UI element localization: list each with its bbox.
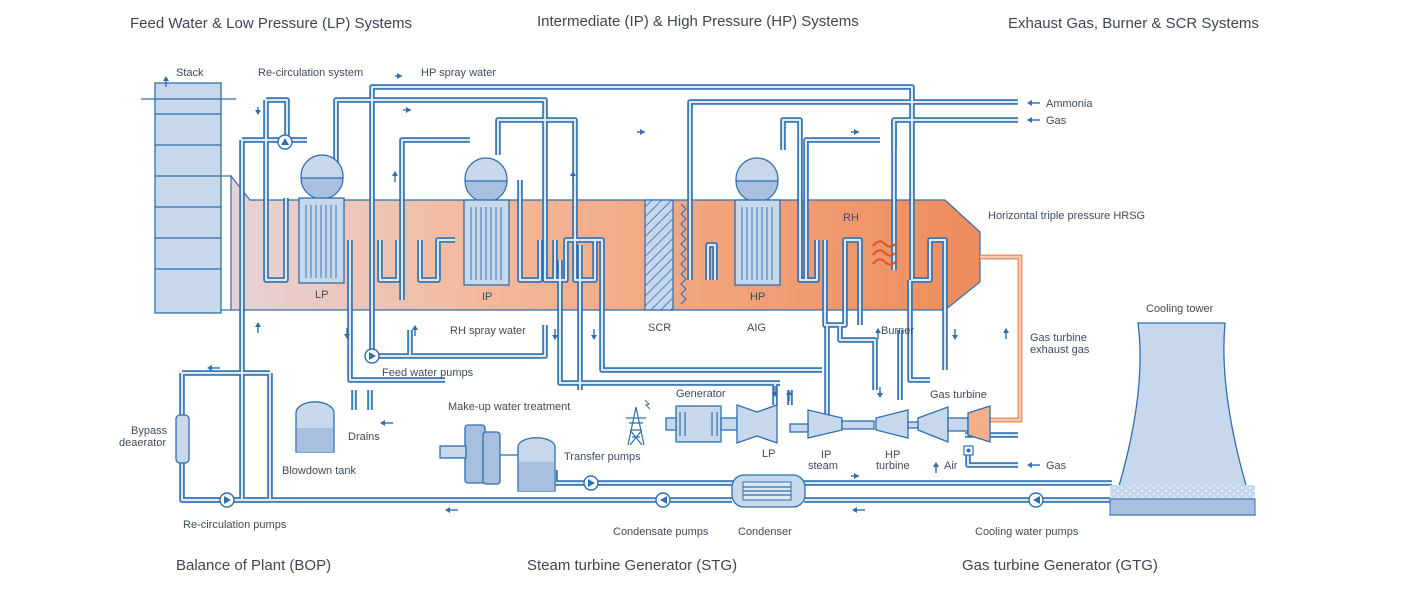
ammonia-label: Ammonia	[1046, 98, 1093, 110]
condensate-pump-icon	[655, 492, 671, 508]
hp-steam-turbine	[875, 409, 909, 439]
condensate-pumps-label: Condensate pumps	[613, 526, 709, 538]
gas-turbine	[917, 405, 991, 456]
lp-drum	[298, 154, 345, 284]
recirculation-system-pump-icon	[277, 134, 293, 150]
hp-drum	[734, 157, 781, 286]
lp-turbine-label: LP	[762, 448, 775, 460]
burner-label: Burner	[881, 325, 914, 337]
cooling-water-pump-icon	[1028, 492, 1044, 508]
gas-top-label: Gas	[1046, 115, 1067, 127]
section-title-ip-hp: Intermediate (IP) & High Pressure (HP) S…	[537, 13, 859, 30]
gas-bottom-label: Gas	[1046, 460, 1067, 472]
section-title-feed-water-lp: Feed Water & Low Pressure (LP) Systems	[130, 15, 412, 32]
turbine-shaft	[789, 423, 809, 433]
gas-turbine-label: Gas turbine	[930, 389, 987, 401]
hp-turbine-label-2: turbine	[876, 460, 910, 472]
makeup-water-label: Make-up water treatment	[448, 401, 570, 413]
recirculation-pumps-label: Re-circulation pumps	[183, 519, 287, 531]
section-title-gtg: Gas turbine Generator (GTG)	[962, 557, 1158, 574]
cooling-tower-label: Cooling tower	[1146, 303, 1214, 315]
burner-flame-icon	[872, 240, 898, 266]
recirculation-pump-icon	[219, 492, 235, 508]
makeup-water-treatment	[439, 424, 556, 492]
hp-spray-water-label: HP spray water	[421, 67, 496, 79]
gt-exhaust-label-1: Gas turbine	[1030, 332, 1087, 344]
rh-label: RH	[843, 212, 859, 224]
air-label: Air	[944, 460, 958, 472]
condenser	[731, 474, 806, 508]
cooling-tower	[1109, 322, 1256, 516]
recirculation-system-label: Re-circulation system	[258, 67, 363, 79]
generator-label: Generator	[676, 388, 726, 400]
bypass-deaerator-label-2: deaerator	[119, 437, 166, 449]
lp-steam-turbine	[736, 404, 778, 444]
gt-exhaust-label-2: exhaust gas	[1030, 344, 1090, 356]
feed-water-pump-icon	[364, 348, 380, 364]
flow-arrows	[163, 73, 1040, 513]
piping-network	[179, 84, 1112, 503]
generator	[665, 405, 738, 443]
aig-grid	[680, 203, 687, 305]
section-title-stg: Steam turbine Generator (STG)	[527, 557, 737, 574]
ip-steam-label-1: IP	[821, 449, 831, 461]
power-pylon-icon	[626, 399, 651, 446]
bypass-deaerator	[175, 414, 190, 464]
blowdown-tank-label: Blowdown tank	[282, 465, 356, 477]
hrsg-label: Horizontal triple pressure HRSG	[988, 210, 1145, 222]
bypass-deaerator-label-1: Bypass	[131, 425, 168, 437]
gt-shaft	[907, 421, 919, 429]
scr-catalyst	[644, 199, 674, 311]
ip-steam-turbine	[807, 409, 875, 439]
condenser-label: Condenser	[738, 526, 792, 538]
hp-turbine-label-1: HP	[885, 449, 900, 461]
drains-label: Drains	[348, 431, 380, 443]
ip-drum	[463, 157, 510, 286]
transfer-pump-icon	[583, 475, 599, 491]
lp-section-label: LP	[315, 289, 328, 301]
stack	[141, 82, 236, 314]
feed-water-pumps-label: Feed water pumps	[382, 367, 474, 379]
blowdown-tank	[295, 401, 335, 453]
stack-label: Stack	[176, 67, 204, 79]
section-title-bop: Balance of Plant (BOP)	[176, 557, 331, 574]
aig-label: AIG	[747, 322, 766, 334]
cooling-water-pumps-label: Cooling water pumps	[975, 526, 1079, 538]
rh-spray-water-label: RH spray water	[450, 325, 526, 337]
hp-section-label: HP	[750, 291, 765, 303]
ip-section-label: IP	[482, 291, 492, 303]
ip-steam-label-2: steam	[808, 460, 838, 472]
section-title-exhaust-burner-scr: Exhaust Gas, Burner & SCR Systems	[1008, 15, 1259, 32]
scr-label: SCR	[648, 322, 671, 334]
transfer-pumps-label: Transfer pumps	[564, 451, 641, 463]
evaporator-tubes	[305, 205, 773, 280]
